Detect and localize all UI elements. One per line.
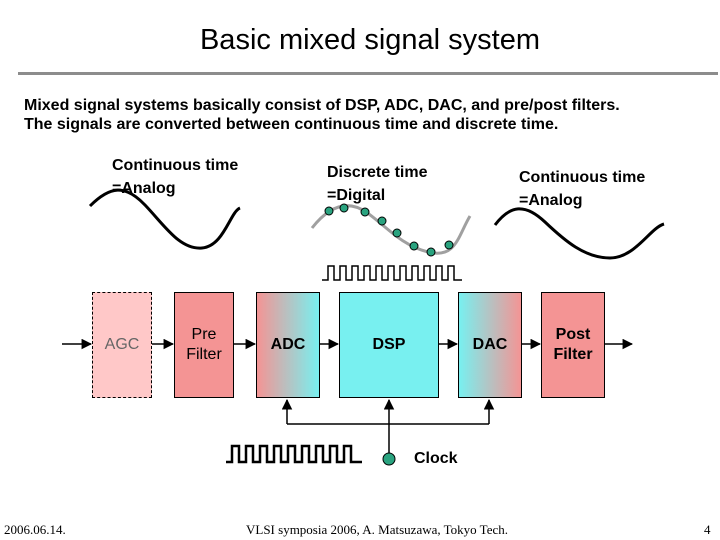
footer-credit: VLSI symposia 2006, A. Matsuzawa, Tokyo … [246,522,509,537]
subtitle-line-2: The signals are converted between contin… [24,116,559,133]
sample-point [426,247,436,257]
post-filter-block: Post Filter [541,292,605,398]
data-pulse-train [322,265,462,281]
analog-output-label-line-1: Continuous time [519,169,646,186]
analog-input-waveform [88,188,241,250]
post-filter-label-line-1: Post [555,326,591,343]
sample-point [444,240,454,250]
sample-point [324,206,334,216]
slide-subtitle: Mixed signal systems basically consist o… [24,96,714,134]
dsp-block: DSP [339,292,439,398]
analog-input-label: Continuous time =Analog [112,154,238,200]
analog-input-label-line-1: Continuous time [112,157,239,174]
digital-label-line-2: =Digital [327,187,386,204]
sample-point [360,207,370,217]
pre-filter-block: Pre Filter [174,292,234,398]
clock-source-node [382,452,396,466]
clock-label: Clock [414,450,458,467]
pre-filter-label-line-1: Pre [191,326,217,343]
digital-label: Discrete time =Digital [327,161,428,207]
agc-block: AGC [92,292,152,398]
slide-title: Basic mixed signal system [199,24,541,56]
footer-date: 2006.06.14. [4,522,66,537]
sample-point [377,216,387,226]
adc-block: ADC [256,292,320,398]
agc-label: AGC [104,336,140,353]
sample-point [392,228,402,238]
dac-label: DAC [472,336,508,353]
subtitle-line-1: Mixed signal systems basically consist o… [24,97,620,114]
digital-label-line-1: Discrete time [327,164,428,181]
analog-output-label: Continuous time =Analog [519,166,645,212]
page-number: 4 [704,522,711,537]
dsp-label: DSP [372,336,406,353]
sample-point [409,241,419,251]
adc-label: ADC [270,336,306,353]
dac-block: DAC [458,292,522,398]
sample-point [339,203,349,213]
title-divider [18,72,718,75]
sample-points [324,203,454,257]
pre-filter-label-line-2: Filter [186,346,222,363]
analog-output-label-line-2: =Analog [519,192,583,209]
analog-output-waveform [493,207,665,260]
post-filter-label-line-2: Filter [553,346,593,363]
clock-pulse-train [226,444,362,464]
